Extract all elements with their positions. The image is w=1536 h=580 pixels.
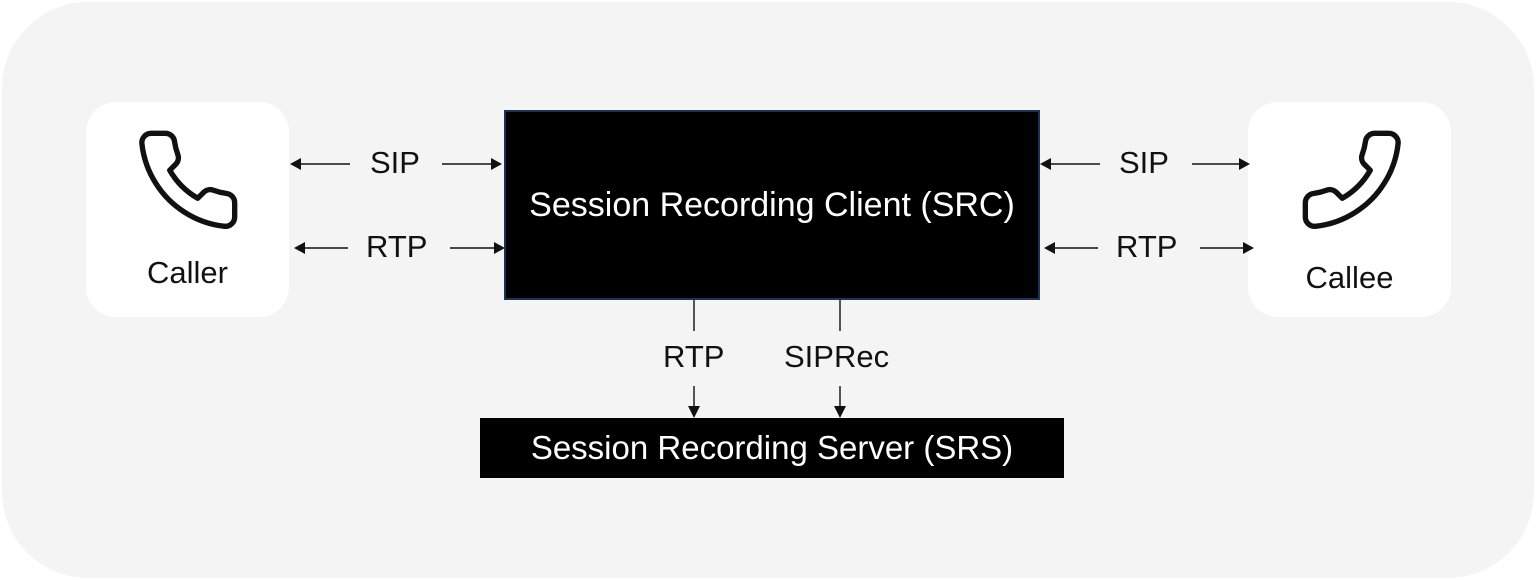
src-label: Session Recording Client (SRC)	[529, 185, 1015, 224]
callee-node: Callee	[1248, 102, 1451, 317]
srs-label: Session Recording Server (SRS)	[530, 429, 1014, 466]
caller-label: Caller	[147, 255, 228, 290]
down-rtp-label: RTP	[663, 339, 725, 374]
phone-icon	[139, 130, 238, 229]
arrowhead	[1040, 158, 1051, 170]
down-siprec-label: SIPRec	[784, 339, 890, 374]
phone-icon	[1302, 130, 1401, 229]
right-rtp-label: RTP	[1116, 229, 1178, 264]
arrowhead	[1239, 158, 1250, 170]
srs-box: Session Recording Server (SRS)	[480, 418, 1064, 478]
src-box: Session Recording Client (SRC)	[504, 110, 1040, 300]
left-rtp-label: RTP	[366, 229, 428, 264]
arrowhead	[1044, 242, 1055, 254]
arrowhead	[1243, 242, 1254, 254]
right-sip-label: SIP	[1119, 145, 1169, 180]
caller-node: Caller	[86, 102, 289, 317]
arrowhead	[294, 242, 305, 254]
left-sip-label: SIP	[370, 145, 420, 180]
arrowhead	[834, 406, 846, 418]
arrowhead	[290, 158, 301, 170]
callee-label: Callee	[1305, 260, 1394, 295]
arrowhead	[688, 406, 700, 418]
arrowhead	[494, 242, 505, 254]
arrowhead	[491, 158, 502, 170]
